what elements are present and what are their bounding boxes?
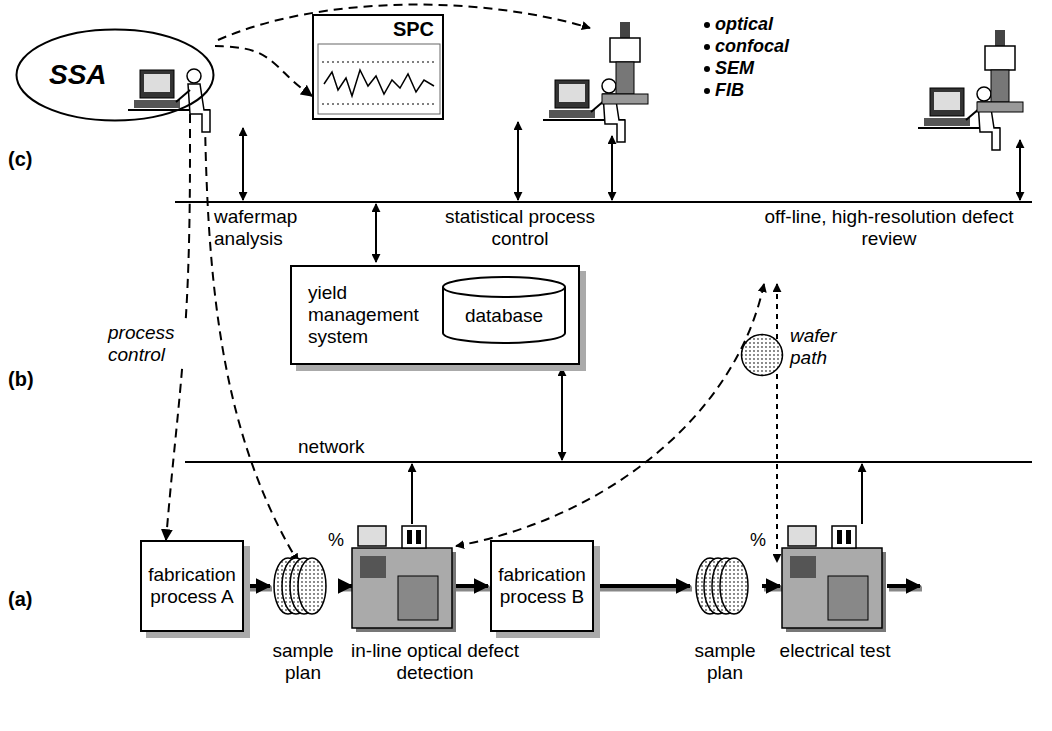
double-arrow [242, 128, 244, 200]
label-text: sample plan [258, 640, 348, 684]
label-text: % [328, 530, 352, 551]
flow-arrow [246, 584, 270, 588]
tool-icon [352, 526, 456, 632]
label-text: off-line, high-resolution defect review [738, 206, 1040, 250]
node-text: fabrication process B [496, 564, 588, 608]
network-line [185, 461, 1032, 463]
dashed-connector [215, 46, 312, 96]
label-text: (a) [8, 588, 52, 611]
dashed-arrow [218, 5, 590, 40]
double-arrow [1019, 140, 1021, 200]
wafer-circle-outline [740, 333, 784, 377]
bullet [704, 44, 710, 50]
chart-limit [322, 62, 436, 63]
system-box: yield management system database [290, 265, 580, 365]
wafer-stack [696, 558, 748, 614]
bullet [704, 88, 710, 94]
wafer-stack [274, 558, 326, 614]
chart-limit [322, 104, 436, 105]
operator-icon [543, 79, 625, 142]
label-text: statistical process control [420, 206, 620, 250]
node-text: yield management system [308, 282, 436, 348]
label-text: wafermap analysis [214, 206, 324, 250]
tool-icon [782, 526, 886, 632]
actor-ellipse-outline [15, 28, 215, 122]
up-arrow [411, 464, 413, 524]
flow-arrow [887, 584, 920, 588]
label-text: electrical test [778, 640, 892, 662]
label-text: (c) [8, 148, 52, 171]
node-text: fabrication process A [146, 564, 238, 608]
label-text: FIB [715, 80, 825, 101]
label-text: (b) [8, 368, 52, 391]
up-arrow [861, 464, 863, 524]
flow-arrow [338, 584, 352, 588]
microscope-icon [602, 22, 648, 104]
double-arrow [561, 368, 563, 460]
flow-arrow [596, 584, 690, 588]
node-text: SSA [49, 59, 107, 91]
node-text: wafer path [790, 325, 854, 369]
database-cylinder: database [442, 277, 566, 343]
label-text: confocal [715, 36, 825, 57]
flow-arrow [762, 584, 780, 588]
process-box: fabrication process A [140, 540, 244, 632]
double-arrow [517, 122, 519, 200]
node-text: SPC [322, 18, 434, 41]
bullet [704, 22, 710, 28]
double-arrow [375, 204, 377, 262]
wafer-circle: wafer path [740, 333, 784, 377]
chart-frame [318, 44, 440, 114]
label-text: network [298, 436, 388, 458]
edge-label: process control [106, 322, 188, 366]
bullet [704, 66, 710, 72]
actor-ellipse: SSA [15, 28, 215, 122]
node-text: database [442, 305, 566, 327]
label-text: sample plan [680, 640, 770, 684]
label-text: % [750, 530, 774, 551]
double-arrow [611, 136, 613, 200]
microscope-icon [977, 30, 1023, 112]
label-text: SEM [715, 58, 825, 79]
control-chart-trace [324, 70, 434, 96]
flow-arrow [454, 584, 488, 588]
monitor-box: SPC [312, 14, 444, 120]
label-text: in-line optical defect detection [350, 640, 520, 684]
bus-line [175, 201, 1032, 203]
label-text: optical [715, 14, 825, 35]
process-box: fabrication process B [490, 540, 594, 632]
operator-icon [918, 87, 1000, 150]
wafer-path-line [776, 284, 778, 562]
dashed-arrow [205, 122, 298, 562]
